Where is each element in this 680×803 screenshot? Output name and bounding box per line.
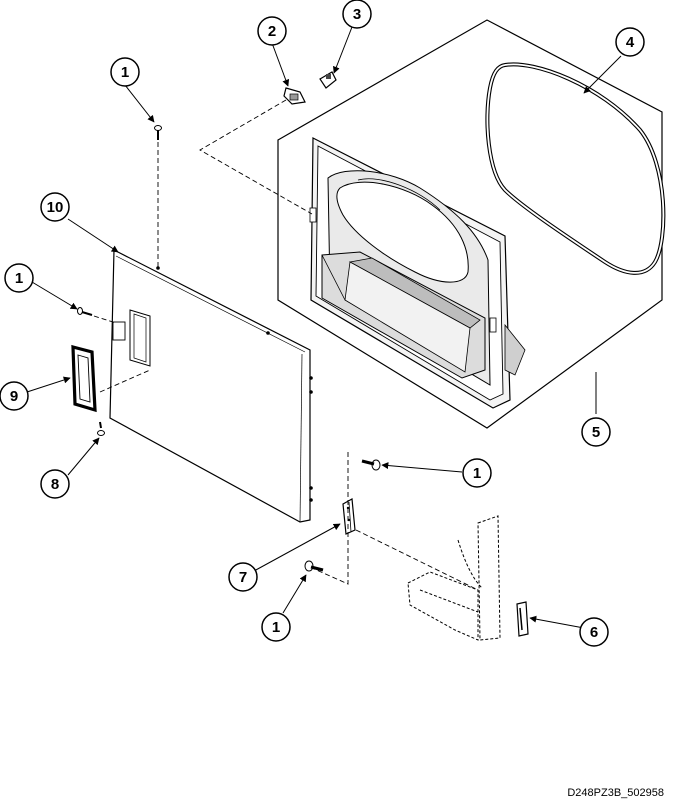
callout-8: 8 <box>40 469 70 499</box>
callout-label: 2 <box>268 23 276 40</box>
callout-label: 3 <box>353 6 361 23</box>
callout-label: 1 <box>272 619 280 636</box>
callout-circle <box>40 192 70 222</box>
screw-hinge-lower <box>304 560 324 572</box>
catch-strike <box>319 71 337 89</box>
callout-circle <box>110 57 140 87</box>
callouts: 1 2 3 4 10 1 9 8 5 1 7 6 1 <box>0 0 645 647</box>
callout-label: 7 <box>239 569 247 586</box>
callout-label: 8 <box>51 476 59 493</box>
callout-9: 9 <box>0 381 29 411</box>
callout-circle <box>257 16 287 46</box>
callout-1: 1 <box>462 458 492 488</box>
screw-handle <box>97 421 105 436</box>
door-seal <box>485 62 666 275</box>
callout-circle <box>4 263 34 293</box>
callout-label: 1 <box>121 64 129 81</box>
strike-bracket <box>407 515 501 641</box>
callout-1: 1 <box>261 612 291 642</box>
callout-6: 6 <box>579 617 609 647</box>
callout-circle <box>581 417 611 447</box>
screw-left <box>77 307 93 316</box>
door-panel <box>109 249 313 523</box>
callout-circle <box>261 612 291 642</box>
diagram-code: D248PZ3B_502958 <box>567 787 664 799</box>
callout-circle <box>342 0 372 29</box>
callout-1: 1 <box>4 263 34 293</box>
callout-label: 9 <box>10 388 18 405</box>
callout-circle <box>615 27 645 57</box>
callout-circle <box>579 617 609 647</box>
callout-circle <box>228 562 258 592</box>
callout-circle <box>40 469 70 499</box>
door-handle <box>71 344 97 413</box>
callout-label: 6 <box>590 624 598 641</box>
callout-label: 4 <box>626 34 635 51</box>
callout-3: 3 <box>342 0 372 29</box>
callout-7: 7 <box>228 562 258 592</box>
door-hinge <box>342 498 356 535</box>
callout-10: 10 <box>40 192 70 222</box>
callout-label: 10 <box>47 199 64 216</box>
screw-hinge-upper <box>361 459 381 471</box>
callout-circle <box>462 458 492 488</box>
leader-lines <box>26 26 622 629</box>
assembly-lines <box>93 99 479 591</box>
callout-1: 1 <box>110 57 140 87</box>
callout-label: 1 <box>473 465 481 482</box>
callout-5: 5 <box>581 417 611 447</box>
callout-label: 1 <box>15 270 23 287</box>
front-panel-opening <box>309 137 526 409</box>
screw-top <box>154 125 162 140</box>
callout-4: 4 <box>615 27 645 57</box>
callout-2: 2 <box>257 16 287 46</box>
callout-label: 5 <box>592 424 600 441</box>
strike-plate <box>516 601 529 637</box>
callout-circle <box>0 381 29 411</box>
door-catch <box>283 87 306 105</box>
